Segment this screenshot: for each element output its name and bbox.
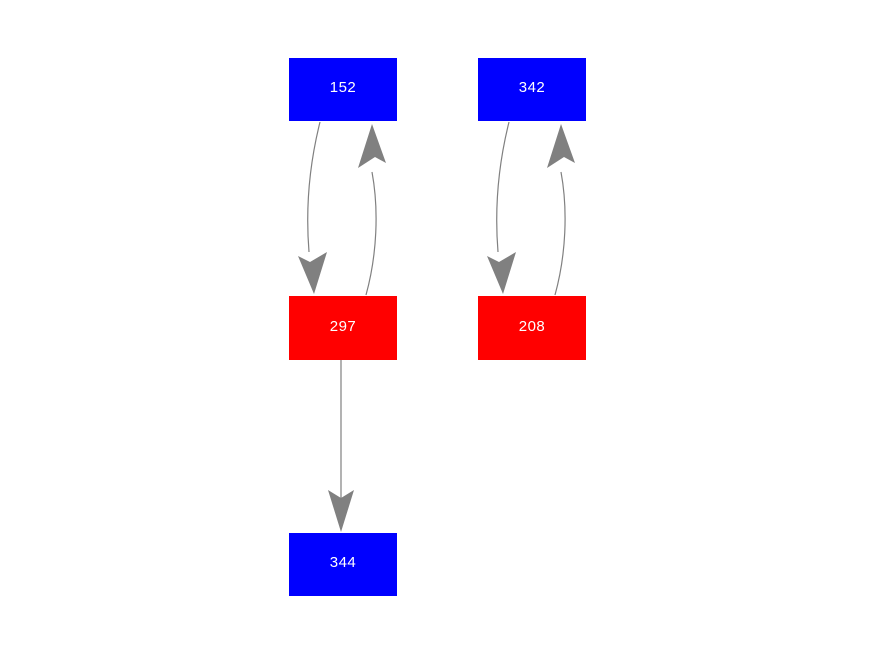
edge-297-to-152 xyxy=(358,124,386,296)
arrowhead-down-icon xyxy=(298,252,327,294)
arrowhead-down-icon xyxy=(487,252,516,294)
edge-152-to-297 xyxy=(298,121,327,294)
graph-node-344[interactable]: 344 xyxy=(289,533,397,596)
node-label: 208 xyxy=(518,317,546,335)
edge-208-to-342 xyxy=(547,124,575,296)
edge-line xyxy=(496,121,510,253)
graph-node-297[interactable]: 297 xyxy=(289,296,397,360)
graph-node-342[interactable]: 342 xyxy=(478,58,586,121)
edge-342-to-208 xyxy=(487,121,516,294)
arrowhead-up-icon xyxy=(547,124,575,168)
edge-line xyxy=(307,121,321,253)
arrowhead-down-icon xyxy=(328,490,354,532)
edge-297-to-344 xyxy=(328,360,354,532)
graph-node-152[interactable]: 152 xyxy=(289,58,397,121)
graph-node-208[interactable]: 208 xyxy=(478,296,586,360)
edge-line xyxy=(554,171,566,296)
node-label: 342 xyxy=(518,79,546,96)
arrowhead-up-icon xyxy=(358,124,386,168)
node-label: 152 xyxy=(329,79,357,96)
node-label: 297 xyxy=(329,317,357,335)
node-label: 344 xyxy=(329,554,357,571)
edge-line xyxy=(365,171,377,296)
